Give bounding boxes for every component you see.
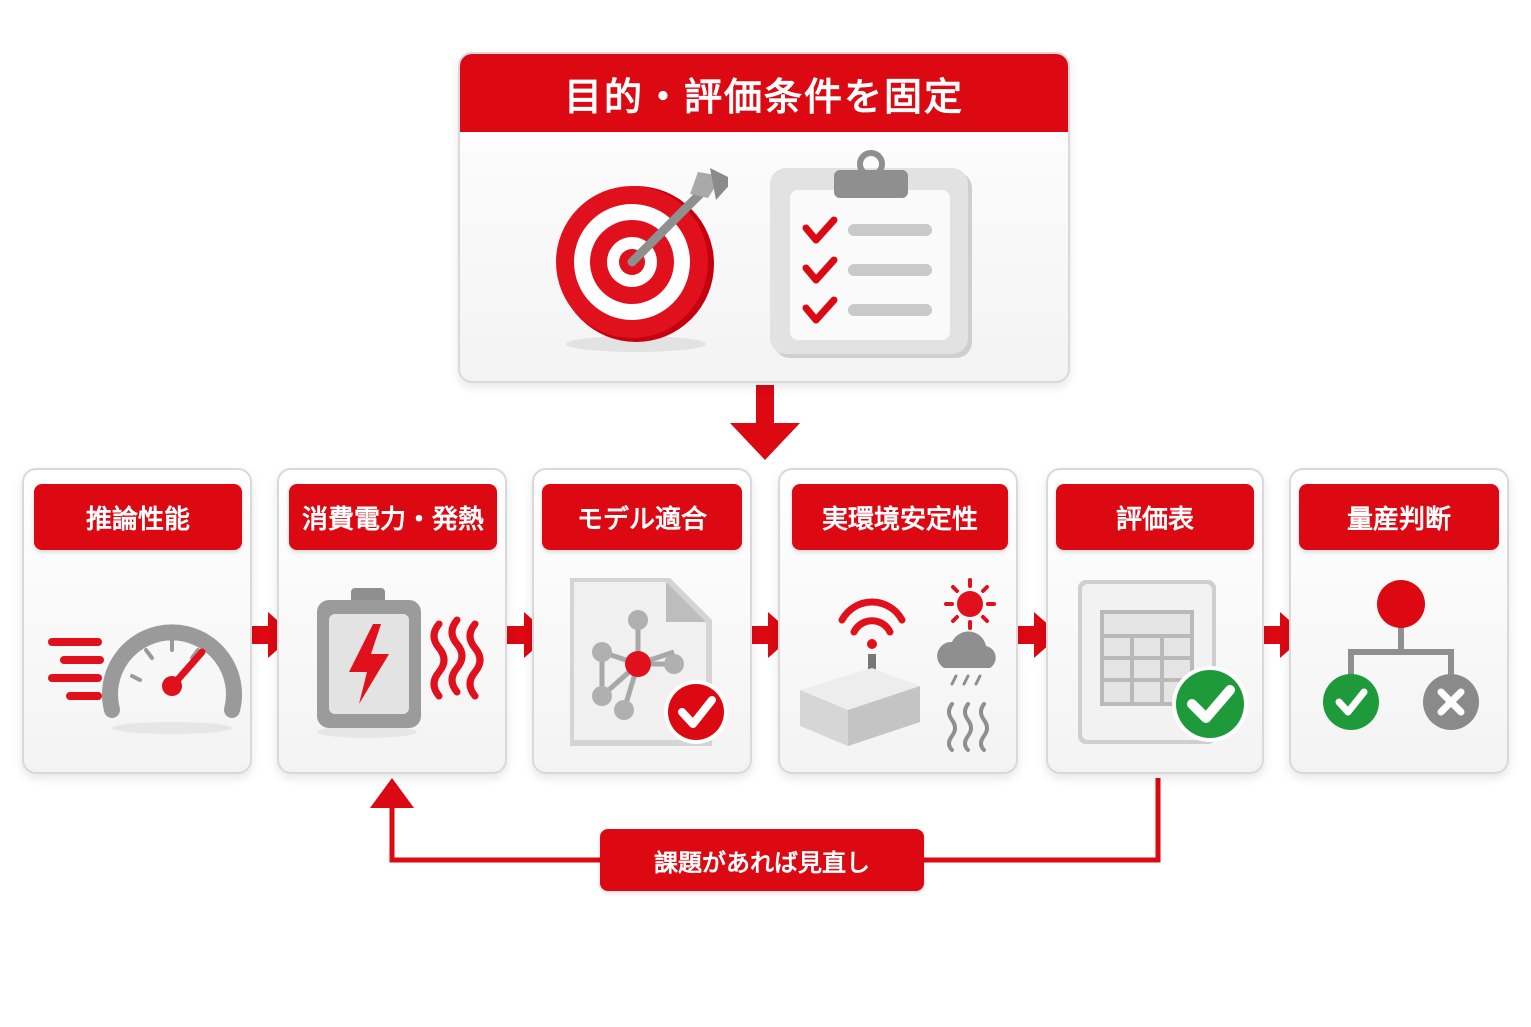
feedback-arrow-head <box>370 778 414 808</box>
top-card: 目的・評価条件を固定 <box>458 52 1070 383</box>
step-label-inference: 推論性能 <box>34 484 242 550</box>
battery-heat-icon <box>307 580 487 740</box>
checklist-clipboard-icon <box>768 150 978 365</box>
target-icon <box>548 154 728 354</box>
speedometer-icon <box>42 588 242 738</box>
model-document-check-icon <box>562 570 737 755</box>
device-environment-icon <box>792 570 1012 760</box>
step-label-evaluation-table: 評価表 <box>1056 484 1254 550</box>
sun-icon <box>944 578 996 630</box>
step-label-field-stability: 実環境安定性 <box>792 484 1008 550</box>
step-label-mass-production-decision: 量産判断 <box>1299 484 1499 550</box>
feedback-label: 課題があれば見直し <box>600 829 924 891</box>
step-label-power-heat: 消費電力・発熱 <box>289 484 497 550</box>
step-card-evaluation-table: 評価表 <box>1046 468 1264 774</box>
decision-tree-icon <box>1317 580 1487 740</box>
down-arrow <box>730 385 800 460</box>
feedback-loop-arrow <box>389 778 1161 863</box>
step-label-model-fit: モデル適合 <box>542 484 742 550</box>
cloud-rain-icon <box>937 631 996 686</box>
step-card-power-heat: 消費電力・発熱 <box>277 468 507 774</box>
step-card-field-stability: 実環境安定性 <box>778 468 1018 774</box>
step-card-inference: 推論性能 <box>22 468 252 774</box>
top-card-title: 目的・評価条件を固定 <box>460 54 1068 132</box>
step-card-mass-production-decision: 量産判断 <box>1289 468 1509 774</box>
step-card-model-fit: モデル適合 <box>532 468 752 774</box>
evaluation-table-check-icon <box>1074 576 1254 751</box>
